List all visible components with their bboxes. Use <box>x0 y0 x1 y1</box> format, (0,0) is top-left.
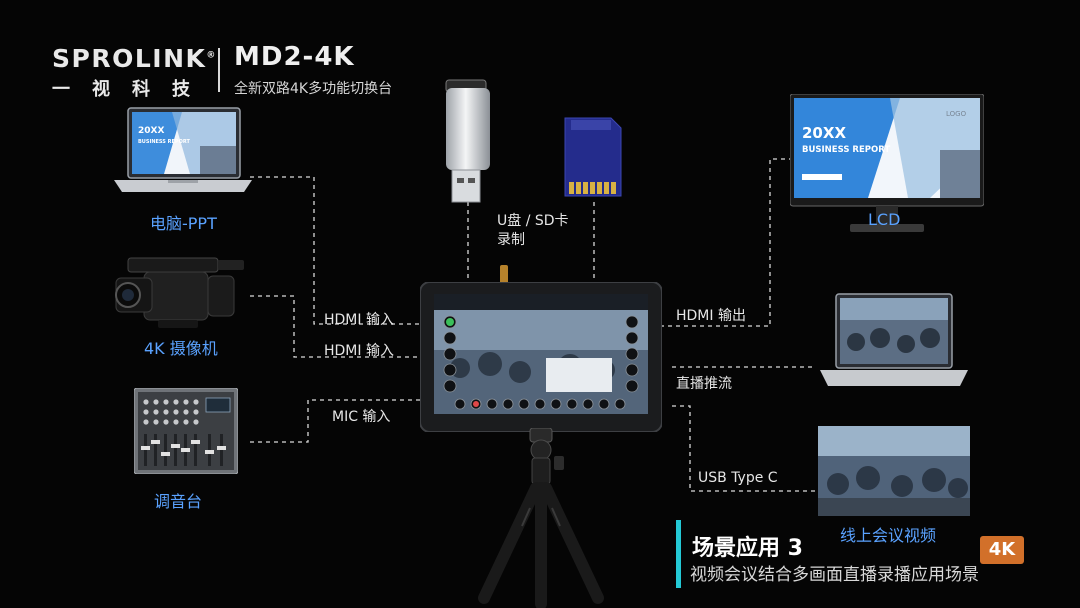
laptop-icon: 20XX BUSINESS REPORT <box>114 107 252 192</box>
hdmi-input-label-2: HDMI 输入 <box>324 343 394 359</box>
brand-name-cn: 一视科技 <box>52 79 212 100</box>
usb-type-c-label: USB Type C <box>698 470 778 486</box>
laptop-slide-title: 20XX <box>138 126 164 136</box>
storage-record-label: 录制 <box>497 232 525 248</box>
scene-title: 场景应用 3 <box>692 536 803 561</box>
laptop-label: 电脑-PPT <box>150 214 217 233</box>
audio-mixer-icon <box>134 388 238 474</box>
stream-laptop-icon <box>820 293 968 386</box>
lcd-slide-title: 20XX <box>802 124 846 142</box>
model-tagline: 全新双路4K多功能切换台 <box>234 81 393 97</box>
usb-drive-icon <box>445 79 490 203</box>
online-meeting-screen <box>818 426 970 516</box>
mic-input-label: MIC 输入 <box>332 409 391 425</box>
brand-divider <box>218 48 220 92</box>
wire-camera-hdmi <box>250 295 420 358</box>
camera-label: 4K 摄像机 <box>144 339 218 358</box>
hdmi-output-label: HDMI 输出 <box>676 308 746 324</box>
tripod-icon <box>478 428 604 608</box>
hdmi-input-label-1: HDMI 输入 <box>324 312 394 328</box>
online-meeting-label: 线上会议视频 <box>840 526 937 545</box>
switcher-device <box>420 282 662 432</box>
live-stream-label: 直播推流 <box>676 376 732 392</box>
lcd-monitor-icon: 20XX BUSINESS REPORT LOGO <box>790 94 984 232</box>
registered-mark: ® <box>206 50 217 61</box>
wire-mixer-mic <box>250 399 420 443</box>
storage-label: U盘 / SD卡 <box>497 213 569 229</box>
scene-subtitle: 视频会议结合多画面直播录播应用场景 <box>690 565 979 585</box>
camcorder-icon <box>115 257 244 328</box>
lcd-slide-subtitle: BUSINESS REPORT <box>802 145 890 155</box>
sd-card-icon <box>564 117 622 197</box>
antenna-icon <box>500 265 508 285</box>
lcd-slide-logo: LOGO <box>946 110 967 118</box>
model-name: MD2-4K <box>234 42 355 72</box>
brand-name: SPROLINK <box>52 44 207 73</box>
laptop-slide-subtitle: BUSINESS REPORT <box>138 139 190 145</box>
mixer-label: 调音台 <box>154 492 203 511</box>
lcd-label: LCD <box>868 210 901 229</box>
brand-logo: SPROLINK® 一视科技 <box>52 44 217 101</box>
wire-laptop-hdmi <box>250 176 420 325</box>
scene-accent-bar <box>676 520 681 588</box>
4k-badge: 4K <box>980 536 1024 564</box>
wire-usb-c <box>672 405 815 492</box>
wire-hdmi-out <box>660 158 790 327</box>
